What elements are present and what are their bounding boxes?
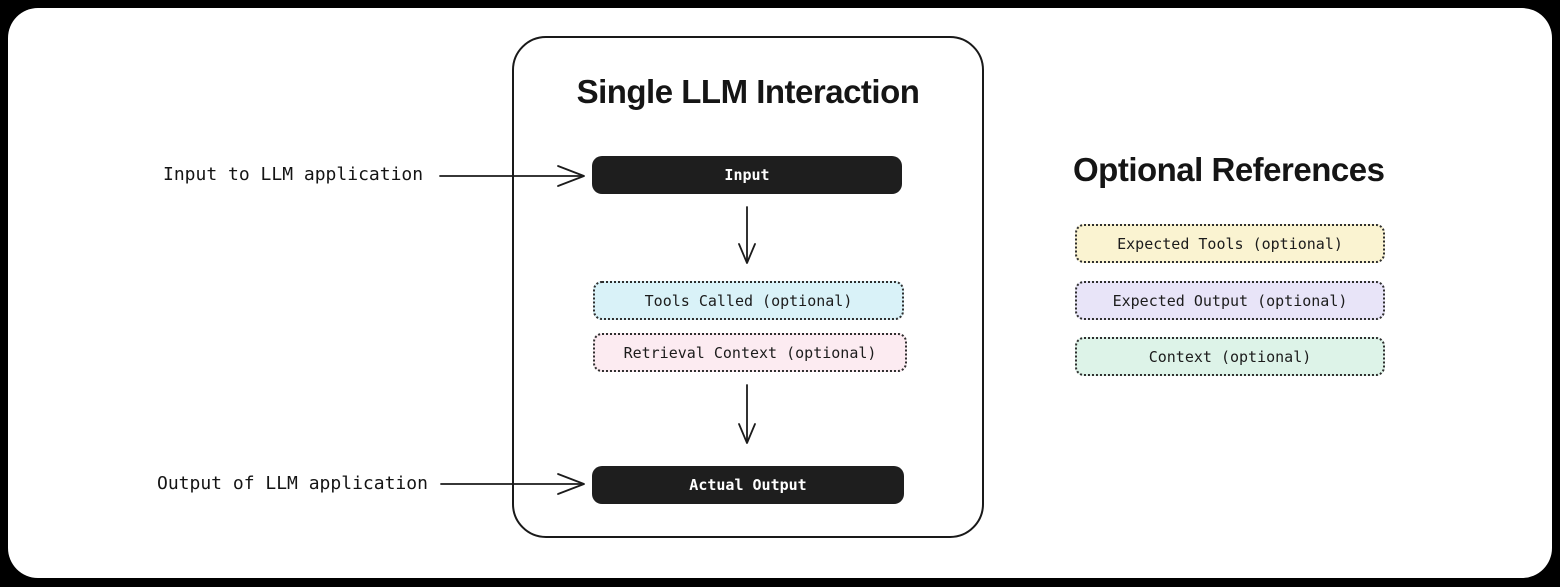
actual-output-node-label: Actual Output: [689, 476, 807, 494]
context-reference-label: Context (optional): [1148, 347, 1312, 366]
retrieval-context-node-label: Retrieval Context (optional): [623, 343, 877, 362]
interaction-panel-title: Single LLM Interaction: [576, 73, 920, 110]
tools-called-node: Tools Called (optional): [593, 281, 904, 320]
expected-output-reference-label: Expected Output (optional): [1112, 291, 1348, 310]
references-panel-title: Optional References: [1073, 151, 1385, 188]
input-node-label: Input: [724, 166, 770, 184]
expected-tools-reference: Expected Tools (optional): [1075, 224, 1385, 263]
input-annotation-label: Input to LLM application: [163, 164, 424, 185]
retrieval-context-node: Retrieval Context (optional): [593, 333, 907, 372]
expected-output-reference: Expected Output (optional): [1075, 281, 1385, 320]
tools-called-node-label: Tools Called (optional): [644, 291, 853, 310]
output-annotation-label: Output of LLM application: [157, 473, 428, 494]
actual-output-node: Actual Output: [592, 466, 904, 504]
input-node: Input: [592, 156, 902, 194]
expected-tools-reference-label: Expected Tools (optional): [1117, 234, 1343, 253]
context-reference: Context (optional): [1075, 337, 1385, 376]
